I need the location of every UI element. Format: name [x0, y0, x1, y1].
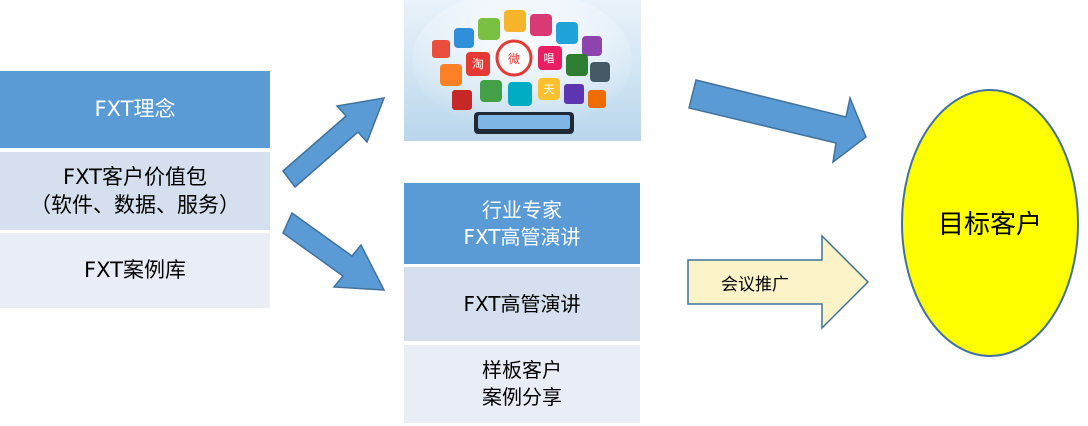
experts-line-1: 行业专家: [482, 197, 562, 222]
arrow-image-to-target: [688, 79, 867, 164]
target-customer-label: 目标客户: [937, 209, 1042, 240]
sample-cases-line-2: 案例分享: [482, 385, 562, 409]
music-icon: 唱: [544, 52, 555, 65]
sample-cases-box: 样板客户 案例分享: [404, 345, 640, 423]
app-icons-illustration: 微 淘 唱 天: [412, 0, 632, 134]
value-pack-title: FXT客户价值包: [63, 164, 207, 189]
target-customer-ellipse: [901, 89, 1079, 357]
arrow-left-to-top: [281, 97, 386, 189]
meeting-promotion-label: 会议推广: [721, 274, 789, 295]
fxt-value-pack-box: FXT客户价值包 （软件、数据、服务）: [0, 152, 270, 230]
arrow-left-to-middle: [282, 211, 386, 291]
weibo-icon: 微: [508, 52, 520, 66]
case-library-label: FXT案例库: [84, 258, 186, 283]
tianmao-icon: 天: [544, 83, 555, 96]
fxt-concept-box: FXT理念: [0, 71, 270, 148]
fxt-concept-label: FXT理念: [94, 97, 176, 122]
value-pack-subtitle: （软件、数据、服务）: [30, 193, 240, 217]
executive-speech-label: FXT高管演讲: [463, 291, 581, 316]
taobao-icon: 淘: [472, 57, 484, 71]
meeting-promotion-arrow: [687, 234, 870, 330]
app-icons-image: 微 淘 唱 天: [404, 0, 641, 141]
industry-experts-box: 行业专家 FXT高管演讲: [404, 183, 640, 264]
sample-cases-line-1: 样板客户: [482, 358, 562, 382]
fxt-case-library-box: FXT案例库: [0, 233, 270, 308]
experts-line-2: FXT高管演讲: [463, 224, 581, 249]
executive-speech-box: FXT高管演讲: [404, 267, 640, 341]
